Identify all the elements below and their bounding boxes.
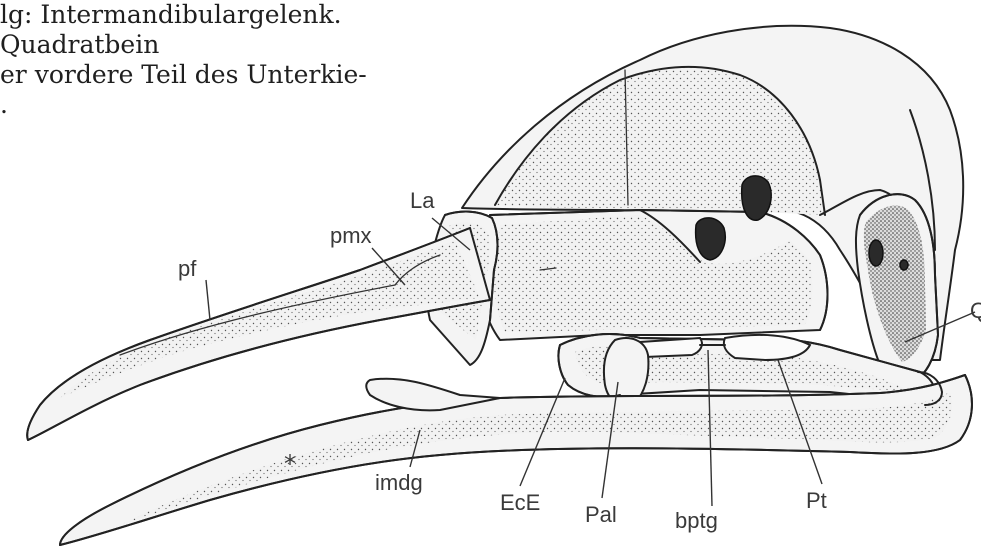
quadrate-region <box>856 194 938 380</box>
label-star: * <box>284 450 296 478</box>
label-pmx: pmx <box>330 223 372 248</box>
label-la: La <box>410 188 435 213</box>
label-pt: Pt <box>806 488 827 513</box>
label-ece: EcE <box>500 490 540 515</box>
label-imdg: imdg <box>375 470 423 495</box>
label-bptg: bptg <box>675 508 718 533</box>
lower-jaw <box>60 372 972 545</box>
label-pal: Pal <box>585 502 617 527</box>
label-q-partial: Q <box>970 298 981 323</box>
leader-pf <box>206 280 210 320</box>
label-pf: pf <box>178 256 197 281</box>
